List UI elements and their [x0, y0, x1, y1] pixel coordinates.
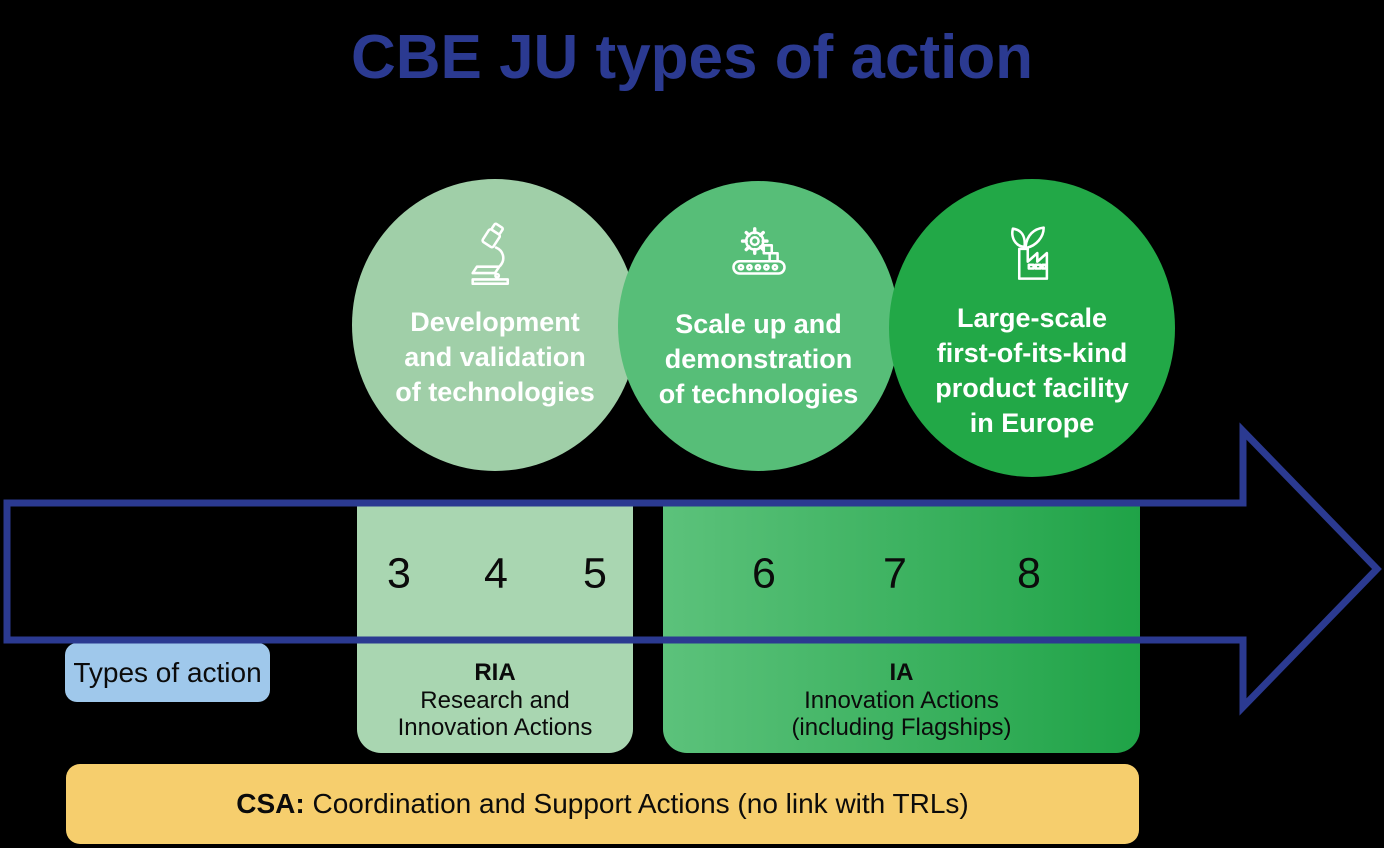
page-title: CBE JU types of action — [350, 23, 1034, 92]
trl-level-7: 7 — [883, 549, 907, 598]
types-of-action-label: Types of action — [65, 643, 270, 702]
circle-scale-up-demonstration: Scale up and demonstration of technologi… — [618, 181, 899, 471]
csa-text: Coordination and Support Actions (no lin… — [304, 788, 969, 819]
gear-conveyor-icon — [725, 221, 793, 293]
factory-leaf-icon — [998, 215, 1066, 287]
trl-level-3: 3 — [387, 549, 411, 598]
ria-label: RIA Research and Innovation Actions — [357, 659, 633, 742]
trl-level-6: 6 — [752, 549, 776, 598]
circle-text: Development and validation of technologi… — [395, 307, 595, 407]
trl-level-4: 4 — [484, 549, 508, 598]
trl-level-5: 5 — [583, 549, 607, 598]
ia-label: IA Innovation Actions (including Flagshi… — [663, 659, 1140, 742]
ria-abbr: RIA — [474, 659, 516, 686]
circle-text: Large-scale first-of-its-kind product fa… — [935, 303, 1129, 438]
csa-abbr: CSA: — [236, 788, 305, 819]
ia-abbr: IA — [889, 659, 914, 686]
trl-level-8: 8 — [1017, 549, 1041, 598]
circle-text: Scale up and demonstration of technologi… — [658, 309, 859, 409]
circle-large-scale-facility: Large-scale first-of-its-kind product fa… — [889, 179, 1175, 477]
microscope-icon — [461, 219, 529, 291]
circle-development-validation: Development and validation of technologi… — [352, 179, 638, 471]
csa-bar: CSA: Coordination and Support Actions (n… — [66, 764, 1139, 844]
